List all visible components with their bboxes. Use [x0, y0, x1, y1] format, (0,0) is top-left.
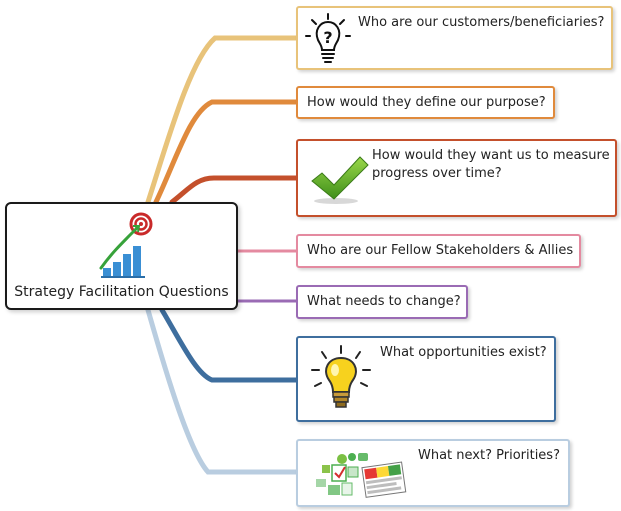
connector-branch-7 — [145, 307, 299, 475]
branch-customers[interactable]: ? Who are our customers/beneficiaries? — [296, 6, 613, 70]
connector-branch-1 — [145, 35, 299, 205]
branch-measure-progress-label: How would they want us to measure progre… — [372, 148, 610, 181]
branch-customers-label: Who are our customers/beneficiaries? — [358, 15, 605, 30]
planning-collage-icon — [316, 453, 407, 498]
glowing-lightbulb-icon — [311, 345, 371, 408]
branch-needs-change-label: What needs to change? — [307, 294, 461, 309]
branch-priorities-label: What next? Priorities? — [418, 448, 560, 463]
svg-text:?: ? — [323, 28, 332, 47]
branch-purpose-label: How would they define our purpose? — [307, 95, 546, 110]
branch-stakeholders-label: Who are our Fellow Stakeholders & Allies — [307, 243, 574, 258]
growth-chart-target-icon — [99, 212, 153, 278]
branch-opportunities-label: What opportunities exist? — [380, 345, 547, 360]
branch-purpose[interactable]: How would they define our purpose? — [296, 86, 555, 119]
branch-needs-change[interactable]: What needs to change? — [296, 285, 468, 319]
connector-branch-6 — [159, 307, 299, 383]
branch-opportunities[interactable]: What opportunities exist? — [296, 336, 556, 422]
branch-stakeholders[interactable]: Who are our Fellow Stakeholders & Allies — [296, 234, 581, 268]
central-topic[interactable]: Strategy Facilitation Questions — [5, 202, 238, 310]
connector-branch-2 — [153, 99, 299, 205]
green-checkmark-icon — [311, 156, 369, 204]
lightbulb-question-icon: ? — [305, 13, 351, 63]
connector-branch-3 — [169, 175, 299, 205]
branch-measure-progress[interactable]: How would they want us to measure progre… — [296, 139, 617, 217]
central-topic-label: Strategy Facilitation Questions — [14, 284, 229, 300]
branch-priorities[interactable]: What next? Priorities? — [296, 439, 570, 507]
